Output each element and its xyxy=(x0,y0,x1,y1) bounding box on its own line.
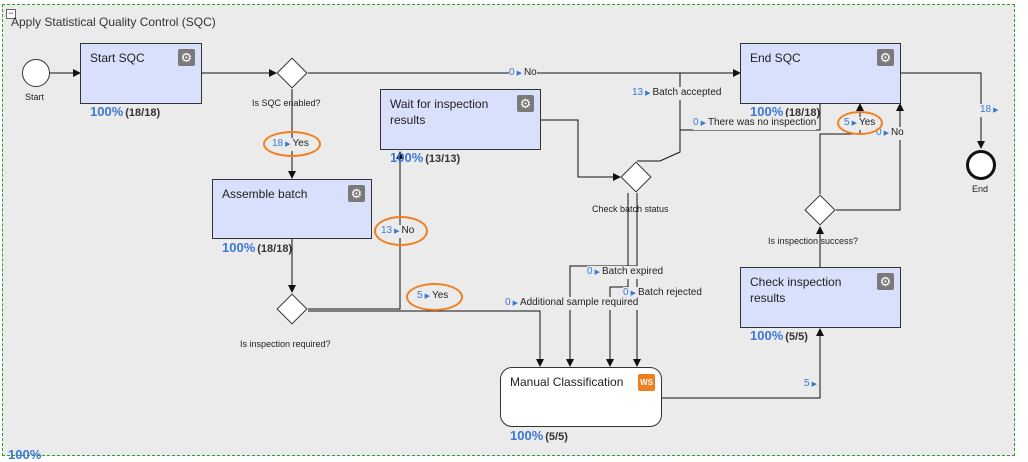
task-stat-manual-classification: 100%(5/5) xyxy=(510,428,568,443)
task-assemble-batch[interactable]: Assemble batch ⚙ xyxy=(212,179,372,239)
flow-insp-no xyxy=(308,151,404,310)
flow-batch-accepted xyxy=(637,73,681,162)
gear-icon[interactable]: ⚙ xyxy=(348,185,365,202)
task-check-inspection-results[interactable]: Check inspection results ⚙ xyxy=(740,267,901,328)
gear-icon[interactable]: ⚙ xyxy=(178,49,195,66)
start-event[interactable] xyxy=(22,59,50,87)
collapse-toggle[interactable]: − xyxy=(6,9,16,19)
flow-to-end xyxy=(901,72,985,149)
flow-label-sqc-no: 0▶No xyxy=(509,67,537,80)
end-event[interactable] xyxy=(966,150,996,180)
flow-label-additional-sample: 0▶Additional sample required xyxy=(505,297,639,310)
flow-insp-yes xyxy=(308,310,544,367)
highlight-ring-success-yes xyxy=(837,111,883,135)
task-stat-check-results: 100%(5/5) xyxy=(750,328,808,343)
gateway-label: Is inspection required? xyxy=(240,339,331,349)
task-manual-classification[interactable]: Manual Classification WS xyxy=(500,367,662,427)
task-stat-assemble-batch: 100%(18/18) xyxy=(222,240,293,255)
task-name: Check inspection results xyxy=(750,275,842,305)
flow-label-to-check: 5▶ xyxy=(804,378,819,391)
flow-label-batch-rejected: 0▶Batch rejected xyxy=(623,287,702,300)
task-name: End SQC xyxy=(750,51,801,65)
highlight-ring-insp-no xyxy=(374,216,428,246)
task-wait-inspection-results[interactable]: Wait for inspection results ⚙ xyxy=(380,89,541,150)
flow-additional-sample xyxy=(606,193,629,367)
task-name: Start SQC xyxy=(90,51,145,65)
task-start-sqc[interactable]: Start SQC ⚙ xyxy=(80,43,202,104)
flow-label-batch-expired: 0▶Batch expired xyxy=(587,266,664,279)
gateway-label: Is SQC enabled? xyxy=(252,98,321,108)
end-event-label: End xyxy=(972,184,989,194)
gateway-label: Check batch status xyxy=(592,204,669,214)
task-end-sqc[interactable]: End SQC ⚙ xyxy=(740,43,901,104)
task-name: Wait for inspection results xyxy=(390,97,489,127)
flow-manual-to-check xyxy=(662,328,824,399)
task-name: Assemble batch xyxy=(222,187,308,201)
gear-icon[interactable]: ⚙ xyxy=(877,49,894,66)
flow-batch-expired xyxy=(566,193,638,367)
highlight-ring-insp-yes xyxy=(406,283,463,311)
task-name: Manual Classification xyxy=(510,375,624,389)
flow-label-no-inspection: 0▶There was no inspection xyxy=(693,117,817,130)
gear-icon[interactable]: ⚙ xyxy=(517,95,534,112)
gateway-label: Is inspection success? xyxy=(768,236,859,246)
highlight-ring-sqc-yes xyxy=(263,131,321,157)
task-stat-end-sqc: 100%(18/18) xyxy=(750,104,821,119)
start-event-label: Start xyxy=(25,92,45,102)
process-title: Apply Statistical Quality Control (SQC) xyxy=(11,15,216,29)
ws-icon[interactable]: WS xyxy=(638,374,655,391)
overall-progress: 100% xyxy=(8,447,42,462)
gear-icon[interactable]: ⚙ xyxy=(877,273,894,290)
task-stat-wait-results: 100%(13/13) xyxy=(390,150,461,165)
flow-label-batch-accepted: 13▶Batch accepted xyxy=(632,87,722,100)
task-stat-start-sqc: 100%(18/18) xyxy=(90,104,161,119)
flow-wait-to-batch-status xyxy=(541,119,621,181)
flow-no-inspection xyxy=(679,104,821,140)
flow-label-success-no: 0▶No xyxy=(876,127,904,140)
flow-label-to-end: 18▶ xyxy=(980,104,1001,117)
